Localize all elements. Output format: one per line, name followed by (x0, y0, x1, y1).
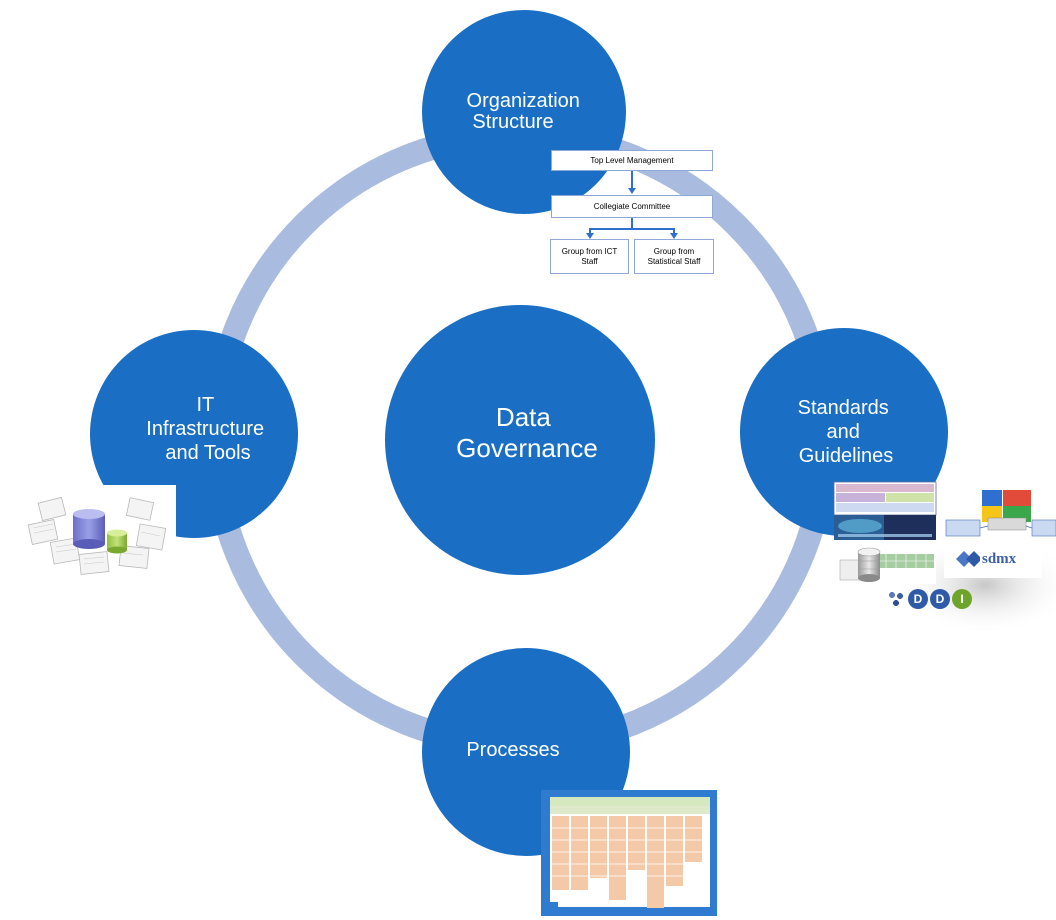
it-label-line-3: and Tools (165, 442, 250, 464)
sdmx-logo: sdmx (980, 546, 1042, 572)
standards-label-line-2: and (827, 421, 860, 443)
standards-label: Standards and Guidelines (798, 397, 895, 467)
org-box-top-level-management: Top Level Management (551, 150, 713, 171)
org-arrowhead-to-stat (670, 233, 678, 239)
organization-label-line-1: Organization (467, 90, 580, 112)
processes-label-line-1: Processes (466, 739, 559, 761)
org-box-group-ict-staff: Group from ICT Staff (550, 239, 629, 274)
it-label-line-1: IT (197, 394, 215, 416)
center-label: Data Governance (456, 402, 598, 463)
standards-label-line-1: Standards (798, 397, 889, 419)
it-label-line-2: Infrastructure (146, 418, 264, 440)
it-label: IT Infrastructure and Tools (146, 394, 269, 464)
org-arrow-branch (589, 228, 675, 230)
center-circle (385, 305, 655, 575)
center-label-line-1: Data (496, 402, 551, 432)
gsbpm-table-thumbnail (541, 790, 717, 916)
org-arrow-to-ict (589, 228, 591, 234)
ddi-logo-letter-3: I (952, 589, 972, 609)
org-box-collegiate-committee: Collegiate Committee (551, 195, 713, 218)
organization-label: Organization Structure (467, 90, 586, 133)
sdmx-logo-text: sdmx (982, 550, 1017, 567)
ddi-logo-dots-icon (886, 589, 906, 609)
standards-label-line-3: Guidelines (799, 445, 894, 467)
ddi-logo-letter-1: D (908, 589, 928, 609)
organization-label-line-2: Structure (472, 111, 553, 133)
center-label-line-2: Governance (456, 433, 598, 463)
org-arrow-to-stat (673, 228, 675, 234)
org-box-group-statistical-staff: Group from Statistical Staff (634, 239, 714, 274)
processes-label: Processes (466, 739, 559, 761)
org-arrowhead-top-to-middle (628, 188, 636, 194)
org-arrow-middle-down (631, 218, 633, 228)
it-database-illustration (22, 485, 176, 580)
org-arrow-top-to-middle (631, 171, 633, 188)
org-arrowhead-to-ict (586, 233, 594, 239)
ddi-logo-letter-2: D (930, 589, 950, 609)
ddi-logo: D D I (886, 589, 972, 609)
